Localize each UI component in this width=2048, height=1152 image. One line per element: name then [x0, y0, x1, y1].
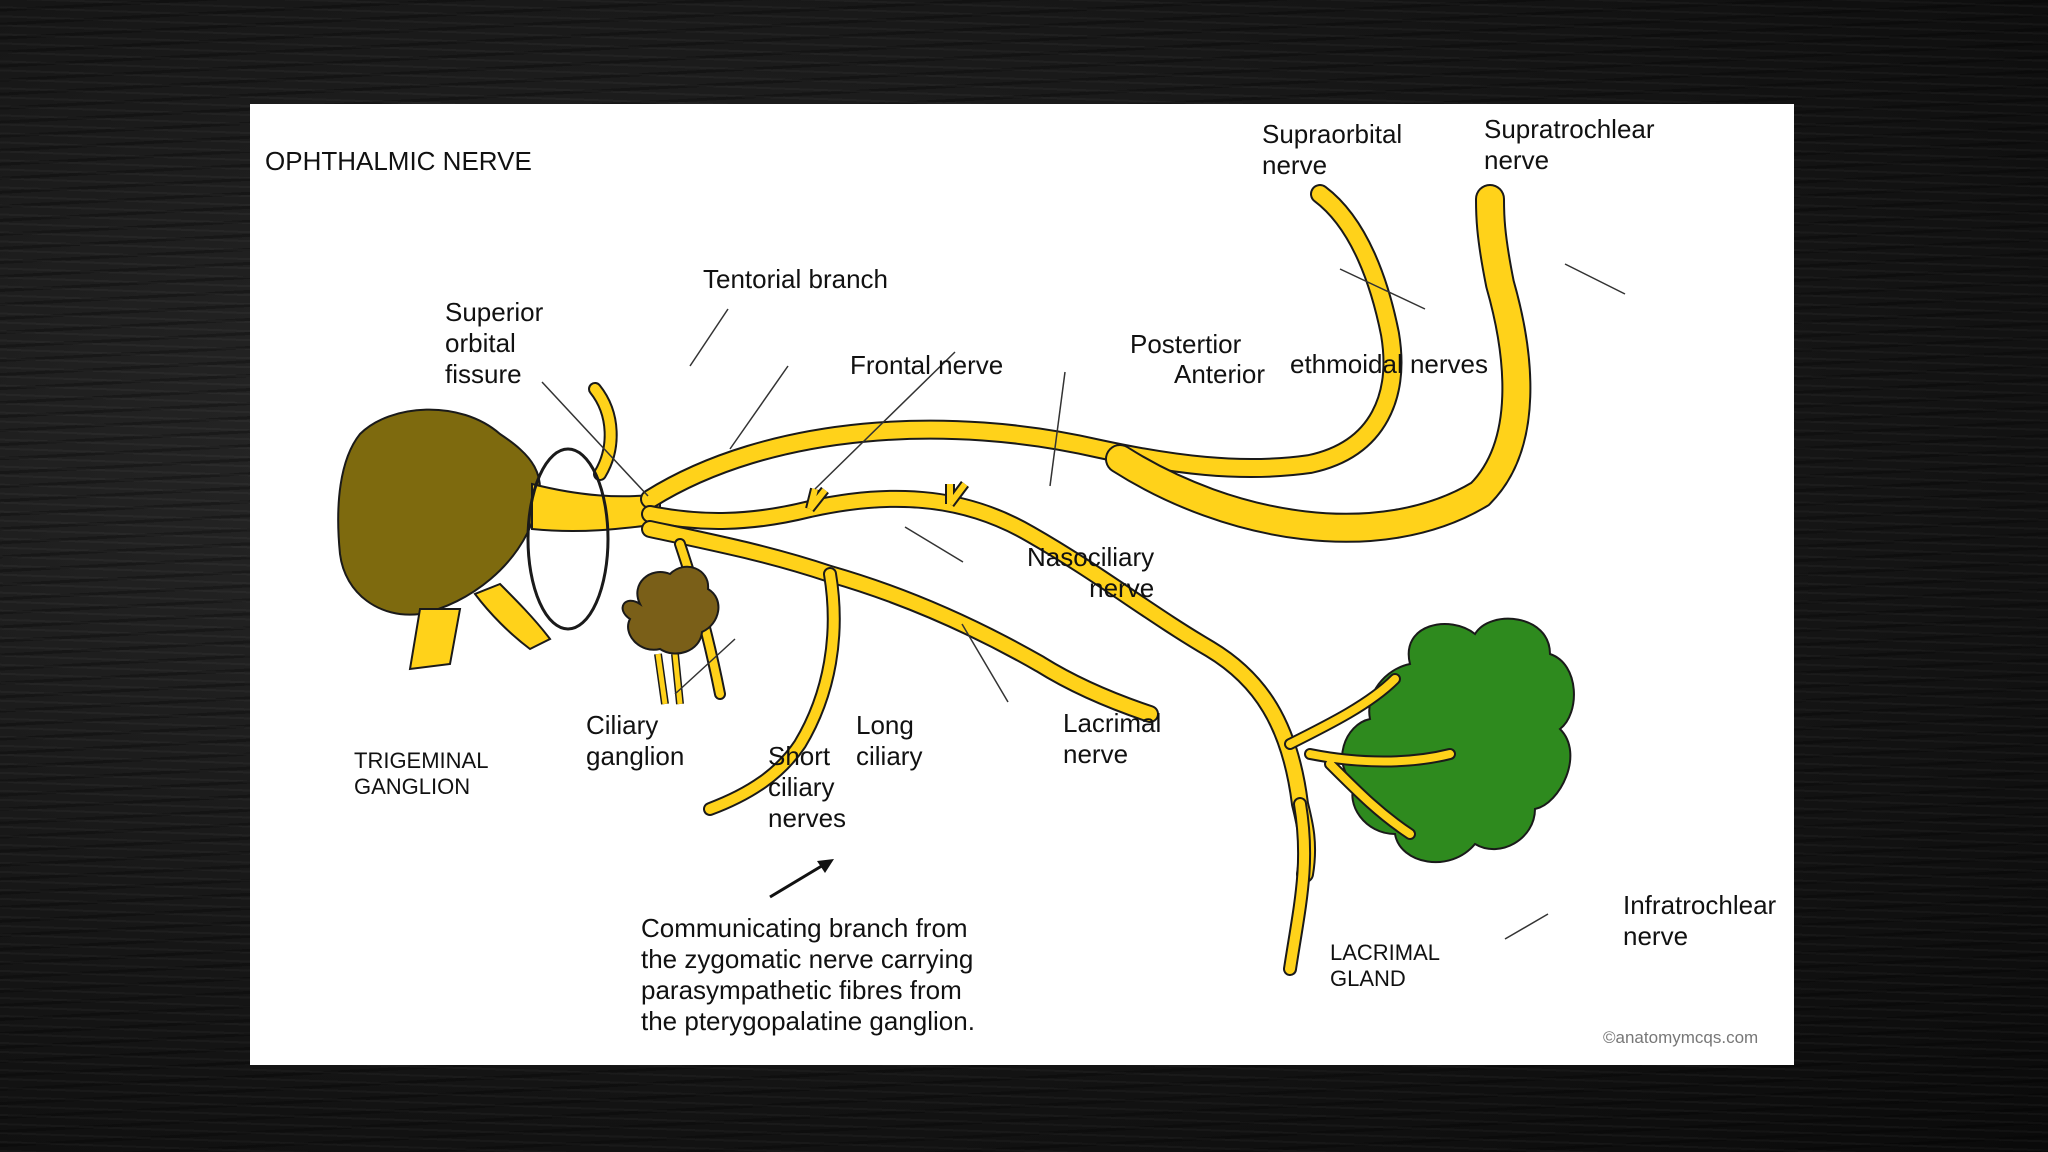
- leader-supraorbital: [1339, 268, 1426, 310]
- label-ethmoidal-nerves: ethmoidal nerves: [1290, 349, 1488, 379]
- diagram-title: OPHTHALMIC NERVE: [265, 146, 532, 176]
- leader-ciliary-ganglion: [674, 638, 736, 695]
- label-anterior: Anterior: [1174, 359, 1266, 389]
- superior-orbital-fissure-ring: [526, 447, 610, 631]
- ophthalmic-nerve-diagram: [337, 184, 1626, 976]
- leader-superior-orbital-fissure: [541, 381, 649, 497]
- trigeminal-root-1: [408, 608, 462, 671]
- label-supratrochlear-nerve: Supratrochlear nerve: [1484, 114, 1655, 175]
- label-short-ciliary-nerves: Short ciliary nerves: [768, 741, 847, 833]
- leader-supratrochlear: [1564, 263, 1626, 295]
- label-superior-orbital-fissure: Superior orbital fissure: [445, 297, 544, 389]
- label-tentorial-branch: Tentorial branch: [703, 264, 888, 294]
- label-trigeminal-ganglion: TRIGEMINAL GANGLION: [354, 748, 489, 799]
- copyright-text: ©anatomymcqs.com: [1603, 1028, 1759, 1047]
- label-frontal-nerve: Frontal nerve: [850, 350, 1004, 380]
- trigeminal-root-2: [473, 582, 552, 651]
- leader-lacrimal: [961, 623, 1009, 703]
- label-ciliary-ganglion: Ciliary ganglion: [586, 710, 685, 771]
- label-infratrochlear-nerve: Infratrochlear nerve: [1623, 890, 1777, 951]
- label-supraorbital-nerve: Supraorbital nerve: [1262, 119, 1403, 180]
- leader-infratrochlear: [1504, 913, 1549, 940]
- leader-frontal: [729, 365, 789, 450]
- diagram-panel: OPHTHALMIC NERVE Supraorbital nerve Supr…: [250, 104, 1794, 1065]
- label-communicating-branch: Communicating branch from the zygomatic …: [641, 913, 975, 1036]
- label-lacrimal-gland: LACRIMAL GLAND: [1330, 940, 1441, 991]
- leader-tentorial: [689, 308, 729, 367]
- ciliary-ganglion-shape: [621, 565, 720, 655]
- label-posterior: Postertior: [1130, 329, 1242, 359]
- label-lacrimal-nerve: Lacrimal nerve: [1063, 708, 1162, 769]
- leader-anterior: [1049, 371, 1066, 487]
- leader-nasociliary: [904, 526, 964, 563]
- communicating-arrow: [769, 859, 831, 899]
- main-trunk: [531, 482, 661, 533]
- leader-posterior: [814, 351, 956, 490]
- label-long-ciliary: Long ciliary: [856, 710, 923, 771]
- trigeminal-ganglion-shape: [337, 408, 541, 616]
- label-nasociliary-nerve: Nasociliary nerve: [1027, 542, 1155, 603]
- lacrimal-gland-shape: [1341, 617, 1575, 863]
